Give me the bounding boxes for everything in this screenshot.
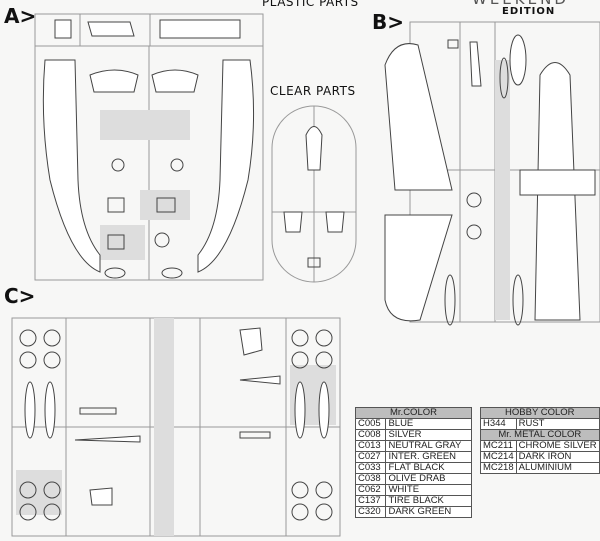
color-name: WHITE (385, 484, 472, 496)
color-name: ALUMINIUM (515, 462, 600, 474)
color-name: FLAT BLACK (385, 462, 472, 474)
color-name: BLUE (385, 418, 472, 430)
color-code: H344 (480, 418, 517, 430)
metal-color-title: Mr. METAL COLOR (480, 429, 600, 441)
color-code: C062 (354, 484, 387, 496)
clear-parts-heading: CLEAR PARTS (270, 84, 356, 98)
color-name: SILVER (385, 429, 472, 441)
mr-color-title: Mr.COLOR (355, 407, 472, 419)
color-code: C320 (354, 506, 387, 518)
sprue-clear (271, 105, 357, 283)
color-name: CHROME SILVER (515, 440, 600, 452)
color-code: C005 (354, 418, 387, 430)
color-code: C013 (354, 440, 387, 452)
sprue-c-label: C> (4, 284, 36, 308)
color-code: C033 (354, 462, 387, 474)
color-code: C008 (354, 429, 387, 441)
sprue-b (384, 21, 600, 326)
color-name: INTER. GREEN (385, 451, 472, 463)
edition-subtitle: EDITION (502, 6, 556, 17)
color-code: C137 (354, 495, 387, 507)
color-code: MC214 (480, 451, 517, 463)
sprue-a-label: A> (4, 4, 37, 28)
color-code: C027 (354, 451, 387, 463)
edition-title: WEEKEND (472, 0, 569, 8)
color-name: TIRE BLACK (385, 495, 472, 507)
color-name: DARK GREEN (385, 506, 472, 518)
color-code: MC211 (480, 440, 517, 452)
sprue-b-label: B> (372, 10, 405, 34)
sprue-a (34, 13, 264, 281)
color-code: MC218 (480, 462, 517, 474)
sprue-c (11, 317, 341, 537)
color-name: OLIVE DRAB (385, 473, 472, 485)
plastic-parts-heading: PLASTIC PARTS (262, 0, 359, 9)
color-name: NEUTRAL GRAY (385, 440, 472, 452)
hobby-color-title: HOBBY COLOR (480, 407, 600, 419)
color-code: C038 (354, 473, 387, 485)
color-name: DARK IRON (515, 451, 600, 463)
color-name: RUST (515, 418, 600, 430)
